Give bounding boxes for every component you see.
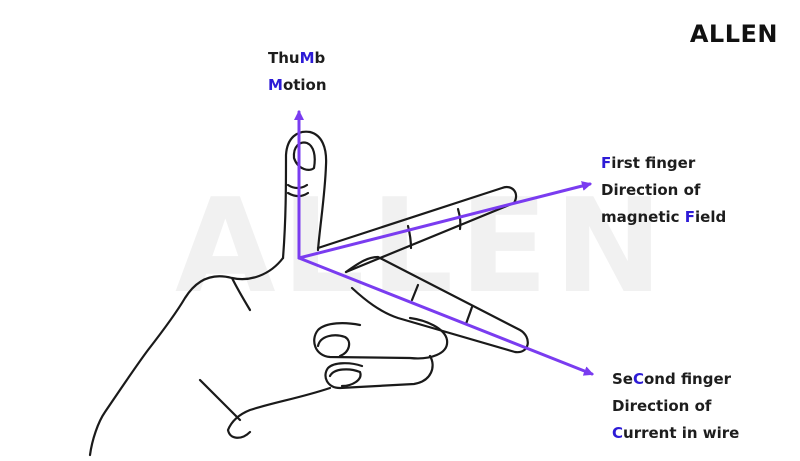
label-line: ThuMb [268, 45, 327, 72]
thumbnail [292, 141, 316, 171]
label-line: SeCond finger [612, 366, 739, 393]
highlight-letter: M [299, 49, 315, 67]
label-line: Motion [268, 72, 327, 99]
highlight-letter: C [612, 424, 624, 442]
folded-finger-2 [324, 354, 434, 390]
watermark: ALLEN [175, 170, 669, 322]
highlight-letter: C [632, 370, 644, 388]
highlight-letter: F [601, 154, 612, 172]
label-line: First finger [601, 150, 726, 177]
magnetic-field-arrow [297, 181, 592, 260]
label-text: urrent in wire [623, 424, 740, 442]
label-text: irst finger [611, 154, 696, 172]
folded-finger-1 [313, 316, 449, 360]
label-text: Se [612, 370, 633, 388]
label-text: b [314, 49, 326, 67]
palm-outline [88, 256, 285, 457]
label-line: Current in wire [612, 420, 739, 447]
highlight-letter: F [684, 208, 696, 226]
label-text: Direction of [612, 397, 712, 415]
label-text: otion [282, 76, 327, 94]
allen-logo: ALLEN [689, 20, 778, 48]
label-text: Direction of [601, 181, 701, 199]
label-text: magnetic [601, 208, 685, 226]
thumb-outline [281, 130, 328, 260]
label-text: Thu [268, 49, 300, 67]
current-arrow [297, 256, 594, 376]
label-line: Direction of [612, 393, 739, 420]
label-line: magnetic Field [601, 204, 726, 231]
second-finger-outline [344, 255, 529, 354]
label-text: ond finger [644, 370, 732, 388]
label-line: Direction of [601, 177, 726, 204]
highlight-letter: M [268, 76, 283, 94]
wrist-outline [226, 386, 332, 439]
label-text: ield [695, 208, 727, 226]
